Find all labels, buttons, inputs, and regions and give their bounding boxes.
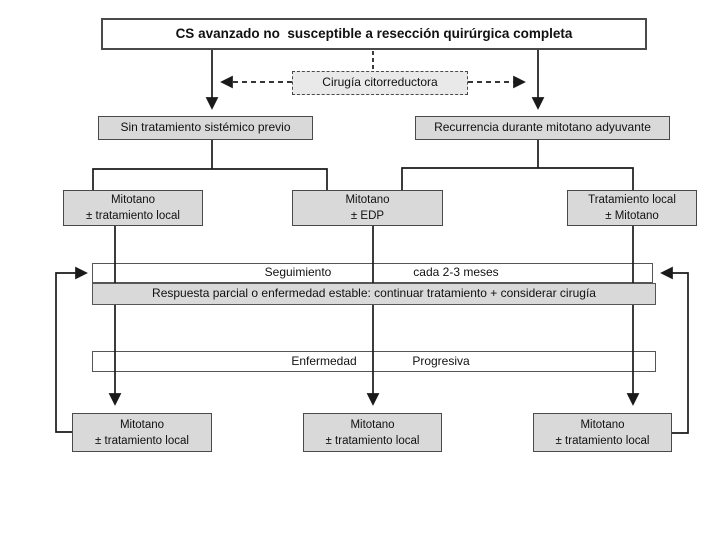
- branch-recurrence-label: Recurrencia durante mitotano adyuvante: [434, 120, 651, 135]
- treatment-right-line2: ± Mitotano: [605, 210, 659, 222]
- root-node: CS avanzado no susceptible a resección q…: [101, 18, 647, 50]
- tree-connector-right: [401, 140, 634, 190]
- treatment-left-node: Mitotano ± tratamiento local: [63, 190, 203, 226]
- feedback-loop-right: [660, 266, 689, 434]
- treatment-center-line2: ± EDP: [350, 210, 385, 222]
- final-left-line1: Mitotano: [119, 418, 165, 431]
- followup-label: Seguimiento: [264, 265, 332, 280]
- treatment-left-line2: ± tratamiento local: [86, 210, 180, 222]
- cytoreductive-surgery-node: Cirugía citorreductora: [292, 71, 468, 95]
- final-center-line1: Mitotano: [350, 418, 395, 431]
- progressive-disease-band: Enfermedad Progresiva: [92, 351, 656, 372]
- treatment-center-node: Mitotano ± EDP: [292, 190, 443, 226]
- final-right-line1: Mitotano: [580, 418, 625, 431]
- progressive-disease-word1: Enfermedad: [291, 353, 357, 368]
- final-right-line2: ± tratamiento local: [555, 434, 650, 447]
- root-node-label: CS avanzado no susceptible a resección q…: [175, 26, 573, 42]
- partial-response-band: Respuesta parcial o enfermedad estable: …: [92, 283, 656, 305]
- branch-recurrence-node: Recurrencia durante mitotano adyuvante: [415, 116, 670, 140]
- followup-interval: cada 2-3 meses: [413, 265, 499, 280]
- treatment-left-line1: Mitotano: [110, 194, 156, 206]
- final-center-node: Mitotano ± tratamiento local: [303, 413, 442, 452]
- final-left-node: Mitotano ± tratamiento local: [72, 413, 212, 452]
- treatment-center-line1: Mitotano: [345, 194, 390, 206]
- final-left-line2: ± tratamiento local: [95, 434, 189, 447]
- final-right-node: Mitotano ± tratamiento local: [533, 413, 672, 452]
- branch-no-prior-treatment-node: Sin tratamiento sistémico previo: [98, 116, 313, 140]
- tree-connector-left: [92, 140, 328, 190]
- final-center-line2: ± tratamiento local: [325, 434, 420, 447]
- partial-response-label: Respuesta parcial o enfermedad estable: …: [152, 286, 596, 301]
- progressive-disease-word2: Progresiva: [412, 353, 470, 368]
- treatment-right-node: Tratamiento local ± Mitotano: [567, 190, 697, 226]
- treatment-right-line1: Tratamiento local: [588, 194, 676, 206]
- cytoreductive-surgery-label: Cirugía citorreductora: [322, 75, 438, 90]
- feedback-loop-left: [55, 266, 88, 433]
- branch-no-prior-treatment-label: Sin tratamiento sistémico previo: [120, 120, 291, 135]
